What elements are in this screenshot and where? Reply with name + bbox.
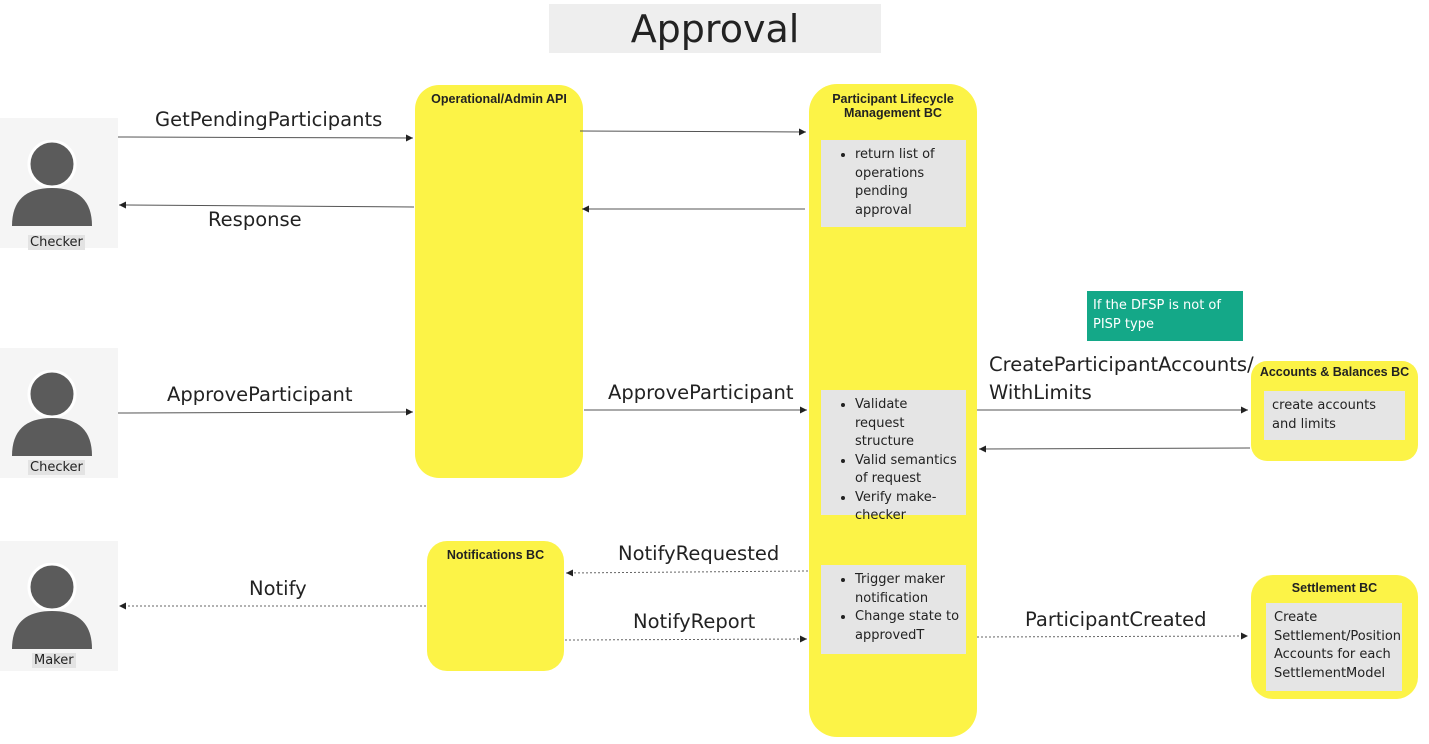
arrow-get-pending xyxy=(117,134,414,142)
lane-operational-admin-api: Operational/Admin API xyxy=(415,85,583,478)
note-item: return list of operations pending approv… xyxy=(855,146,960,220)
arrow-notify-requested xyxy=(565,569,809,577)
arrow-approve-left xyxy=(117,408,414,416)
note-validate-request: Validate request structure Valid semanti… xyxy=(821,390,966,523)
note-item: Change state to approvedT xyxy=(855,608,960,645)
note-text: Create Settlement/Position Accounts for … xyxy=(1274,610,1402,681)
user-icon xyxy=(12,140,92,226)
msg-approve-participant-left: ApproveParticipant xyxy=(167,383,353,406)
lane-participant-lifecycle: Participant Lifecycle Management BC retu… xyxy=(809,84,977,737)
note-pending-approval: return list of operations pending approv… xyxy=(821,140,966,227)
msg-participant-created: ParticipantCreated xyxy=(1025,608,1207,631)
msg-notify-requested: NotifyRequested xyxy=(618,542,780,565)
arrow-response xyxy=(118,201,415,209)
lane-title-line-1: Participant Lifecycle xyxy=(832,92,954,106)
lane-title: Accounts & Balances BC xyxy=(1259,365,1410,379)
arrow-participant-created xyxy=(976,632,1249,640)
note-item: Trigger maker notification xyxy=(855,571,960,608)
note-item: Validate request structure xyxy=(855,396,960,452)
msg-approve-participant-right: ApproveParticipant xyxy=(608,381,794,404)
msg-create-accounts-line-1: CreateParticipantAccounts/ xyxy=(989,353,1254,376)
note-settlement-accounts: Create Settlement/Position Accounts for … xyxy=(1266,603,1402,691)
lane-notifications: Notifications BC xyxy=(427,541,564,671)
actor-label: Checker xyxy=(28,235,85,250)
actor-checker-1: Checker xyxy=(0,118,118,250)
lane-title: Settlement BC xyxy=(1291,581,1378,595)
note-trigger-notification: Trigger maker notification Change state … xyxy=(821,565,966,654)
actor-checker-2: Checker xyxy=(0,348,118,478)
note-item: Verify make-checker xyxy=(855,489,960,526)
user-icon xyxy=(12,563,92,649)
actor-label: Checker xyxy=(28,460,85,475)
lane-settlement: Settlement BC Create Settlement/Position… xyxy=(1251,575,1418,699)
lane-title: Notifications BC xyxy=(446,548,545,562)
note-text: create accounts and limits xyxy=(1272,398,1376,432)
note-item: Valid semantics of request xyxy=(855,452,960,489)
msg-get-pending-participants: GetPendingParticipants xyxy=(155,108,383,131)
note-create-accounts: create accounts and limits xyxy=(1264,391,1405,440)
msg-create-accounts-line-2: WithLimits xyxy=(989,381,1092,404)
condition-note: If the DFSP is not of PISP type xyxy=(1087,291,1243,341)
actor-maker: Maker xyxy=(0,541,118,671)
user-icon xyxy=(12,370,92,456)
lane-title-line-2: Management BC xyxy=(844,106,942,120)
msg-notify-report: NotifyReport xyxy=(633,610,756,633)
diagram-title: Approval xyxy=(549,4,881,53)
arrow-notify-report xyxy=(564,635,808,643)
arrow-accounts-return xyxy=(978,445,1251,453)
arrow-ops-to-plm xyxy=(579,128,807,136)
msg-notify: Notify xyxy=(249,577,307,600)
actor-label: Maker xyxy=(32,653,76,668)
lane-accounts-balances: Accounts & Balances BC create accounts a… xyxy=(1251,361,1418,461)
msg-response: Response xyxy=(208,208,302,231)
lane-title: Operational/Admin API xyxy=(431,92,567,106)
